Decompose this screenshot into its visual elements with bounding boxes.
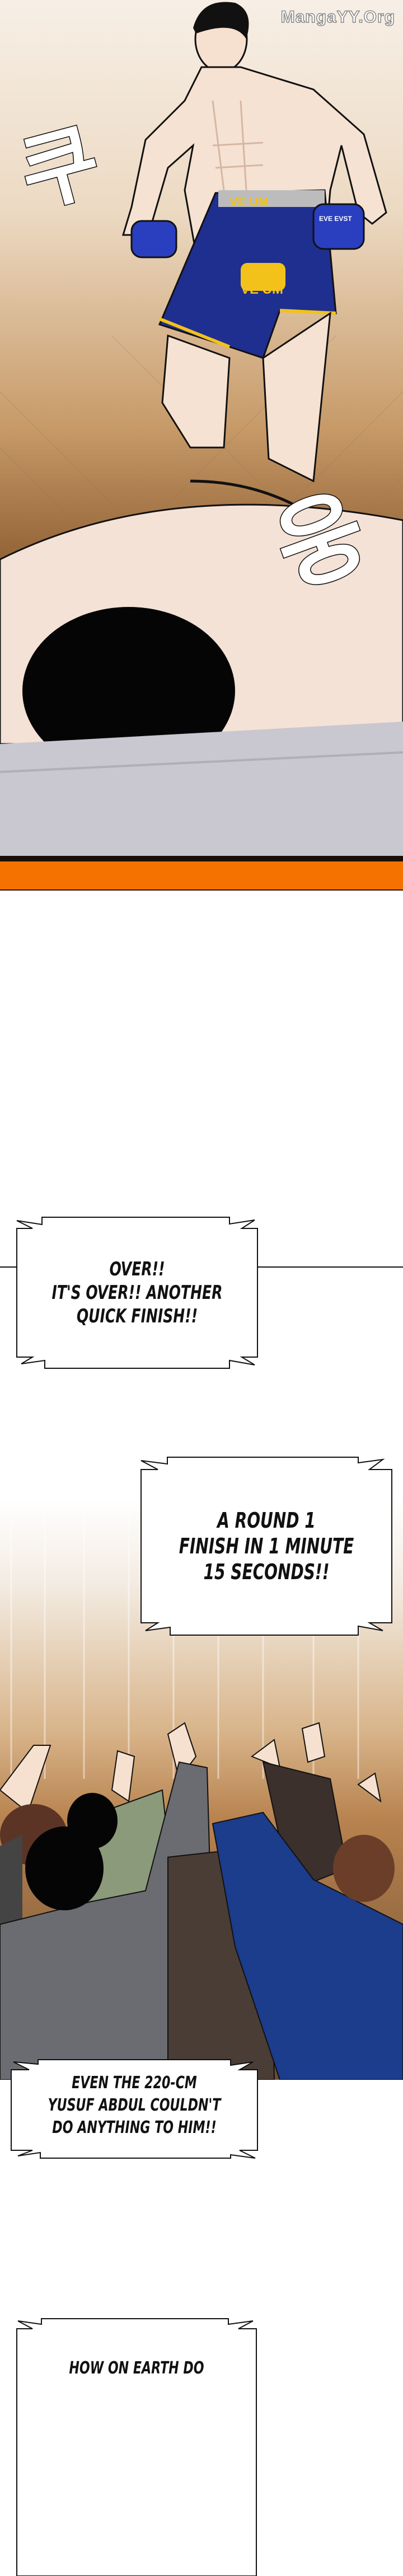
panel-divider-band [0,856,403,891]
caption-line: OVER!! [109,1258,165,1280]
caption-line: YUSUF ABDUL COULDN'T [48,2095,221,2115]
watermark-logo: MangaYY.Org [280,7,395,27]
caption-line: HOW ON EARTH DO [69,2358,204,2378]
left-glove [130,220,177,258]
standing-fighter: VE UM VE UM EVE EVST [121,2,387,483]
shorts-waist-logo: VE UM [229,195,269,209]
caption-line: FINISH IN 1 MINUTE [179,1534,354,1558]
caption-box-4: HOW ON EARTH DO [16,2318,257,2576]
knocked-out-fighter [0,479,403,856]
caption-box-2: A ROUND 1 FINISH IN 1 MINUTE 15 SECONDS!… [140,1457,392,1636]
glove-logo: EVE EVST [319,215,352,223]
caption-line: DO ANYTHING TO HIM!! [52,2118,217,2137]
caption-line: QUICK FINISH!! [76,1305,198,1327]
shorts-leg-logo: VE UM [241,282,283,297]
caption-line: EVEN THE 220-CM [72,2073,197,2093]
crowd-illustration [0,1499,403,2080]
caption-line: IT'S OVER!! ANOTHER [51,1282,223,1304]
fight-panel: VE UM VE UM EVE EVST 쿠 웅 MangaYY.Org [0,0,403,856]
caption-box-1: OVER!! IT'S OVER!! ANOTHER QUICK FINISH!… [16,1217,258,1369]
caption-line: A ROUND 1 [217,1508,316,1533]
right-glove [312,203,365,250]
fight-illustration: VE UM VE UM EVE EVST [0,2,403,856]
caption-box-3: EVEN THE 220-CM YUSUF ABDUL COULDN'T DO … [11,2059,258,2159]
caption-line: 15 SECONDS!! [203,1560,330,1584]
